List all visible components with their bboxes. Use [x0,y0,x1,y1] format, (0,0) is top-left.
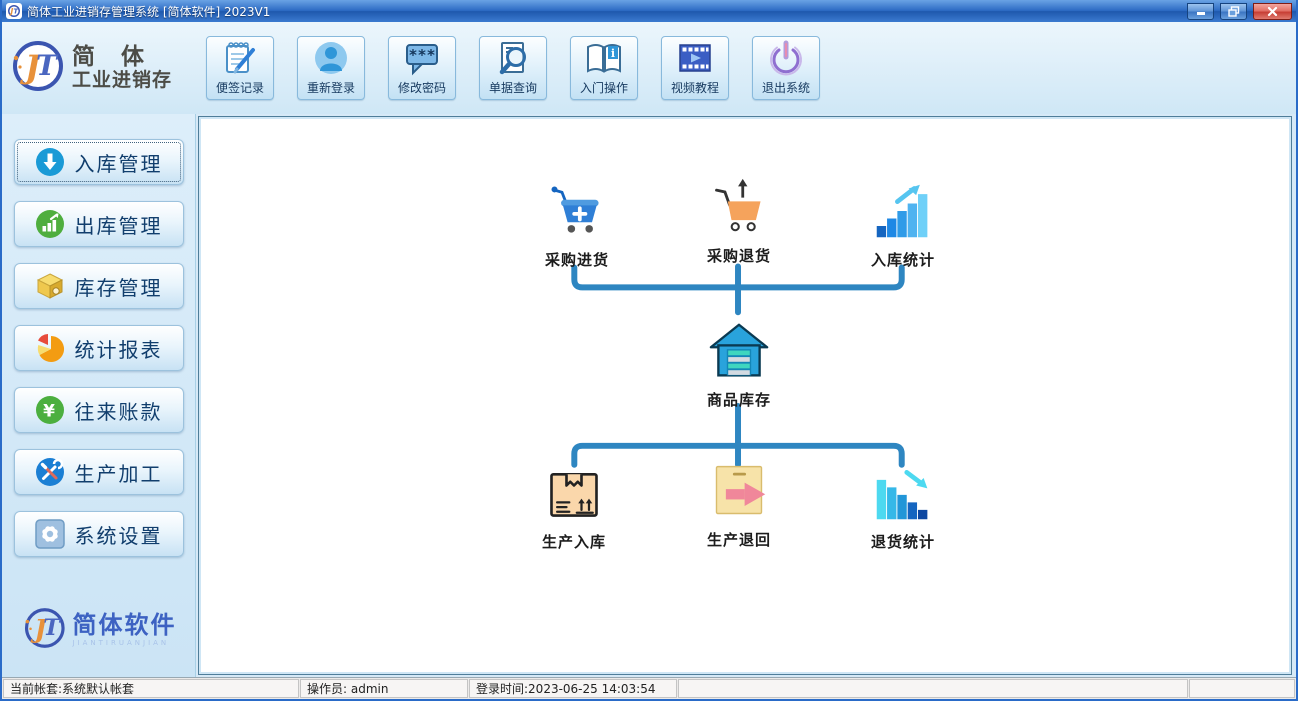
inbound-arrow-icon [35,147,65,177]
sidebar-item-label: 统计报表 [74,337,163,362]
memo-icon [220,38,260,78]
svg-text:T: T [13,7,19,15]
app-logo-icon: J T [6,3,22,19]
box-return-arrow-icon [709,461,769,525]
svg-text:T: T [43,615,61,641]
gear-icon [34,519,65,549]
svg-text:¥: ¥ [43,402,57,422]
toolbar-button-password[interactable]: *** 修改密码 [388,36,456,100]
footer-brand-subtext: JIANTIRUANJIAN [72,639,170,647]
sidebar: 入库管理 出库管理 [2,114,196,677]
diagram-node-label: 生产退回 [706,531,772,549]
sidebar-item-label: 系统设置 [74,523,163,548]
package-box-icon [544,463,604,527]
password-bubble-icon: *** [402,38,442,78]
toolbar-button-memo[interactable]: 便签记录 [206,36,274,100]
svg-text:J: J [19,48,42,86]
status-login-time: 登录时间:2023-06-25 14:03:54 [469,679,677,698]
toolbar-button-guide[interactable]: i 入门操作 [570,36,638,100]
diagram-node-production-return[interactable]: 生产退回 [707,461,771,550]
user-icon [311,38,351,78]
toolbar-button-label: 便签记录 [215,81,264,95]
sidebar-item-stock[interactable]: 库存管理 [13,263,184,309]
toolbar-button-label: 退出系统 [761,81,810,95]
restore-button[interactable] [1220,2,1247,20]
sidebar-item-reports[interactable]: 统计报表 [13,325,184,371]
brand-line1: 简 体 [72,43,154,70]
sidebar-item-settings[interactable]: 系统设置 [13,511,184,557]
sidebar-item-label: 生产加工 [74,461,163,486]
minimize-button[interactable] [1187,2,1214,20]
diagram-node-purchase-return[interactable]: 采购退货 [707,177,771,266]
titlebar: J T 简体工业进销存管理系统 [简体软件] 2023V1 [2,0,1296,22]
sidebar-item-accounts[interactable]: ¥ 往来账款 [13,387,184,433]
diagram-node-label: 采购退货 [706,247,772,265]
toolbar-button-label: 单据查询 [488,81,537,95]
diagram-node-label: 采购进货 [544,251,610,269]
video-film-icon [675,38,715,78]
diagram-node-return-stats[interactable]: 退货统计 [871,463,935,552]
toolbar-button-query[interactable]: 单据查询 [479,36,547,100]
close-button[interactable] [1253,2,1292,20]
svg-text:T: T [36,49,59,82]
power-icon [766,38,806,78]
workflow-panel: 采购进货 采购退货 [198,116,1292,675]
svg-text:i: i [611,47,615,60]
footer-brand-text: 简体软件 [72,611,177,639]
status-spacer [678,679,1188,698]
sidebar-item-outbound[interactable]: 出库管理 [13,201,184,247]
cart-plus-icon [547,181,607,245]
toolbar-button-label: 入门操作 [579,81,628,95]
toolbar-button-video[interactable]: 视频教程 [661,36,729,100]
diagram-node-stock[interactable]: 商品库存 [707,321,771,410]
window-title: 简体工业进销存管理系统 [简体软件] 2023V1 [27,4,271,19]
pie-chart-icon [35,333,65,363]
outbound-chart-icon [35,209,65,239]
statusbar: 当前帐套:系统默认帐套 操作员: admin 登录时间:2023-06-25 1… [2,677,1296,699]
svg-text:J: J [30,614,48,644]
warehouse-icon [709,321,769,385]
stats-up-icon [873,181,933,245]
main-area: 采购进货 采购退货 [196,114,1296,677]
sidebar-item-production[interactable]: 生产加工 [13,449,184,495]
toolbar-button-label: 重新登录 [306,81,355,95]
status-operator: 操作员: admin [300,679,468,698]
status-end-cell [1189,679,1295,698]
toolbar-button-relogin[interactable]: 重新登录 [297,36,365,100]
diagram-node-label: 生产入库 [541,533,607,551]
header: J T 简 体 工业进销存 [2,22,1296,114]
open-book-info-icon: i [584,38,624,78]
status-account: 当前帐套:系统默认帐套 [3,679,299,698]
yuan-coin-icon: ¥ [35,395,65,425]
toolbar-button-label: 修改密码 [397,81,446,95]
jt-logo-small-icon: J T [21,605,67,655]
stock-box-icon [35,271,65,301]
sidebar-item-label: 入库管理 [74,151,163,176]
jt-logo-icon: J T [8,37,66,99]
brand-logo: J T 简 体 工业进销存 [2,22,196,114]
footer-logo: J T 简体软件 JIANTIRUANJIAN [21,605,177,655]
diagram-node-label: 入库统计 [870,251,936,269]
svg-text:***: *** [408,46,435,64]
diagram-node-label: 退货统计 [870,533,936,551]
sidebar-menu: 入库管理 出库管理 [13,139,184,557]
toolbar-button-label: 视频教程 [670,81,719,95]
diagram-node-purchase-in[interactable]: 采购进货 [545,181,609,270]
tools-icon [35,457,65,487]
sidebar-item-label: 往来账款 [74,399,163,424]
sidebar-item-label: 库存管理 [74,275,163,300]
toolbar: 便签记录 重新登录 *** [196,22,1296,114]
workflow-connectors [571,263,905,468]
cart-return-icon [709,177,769,241]
document-search-icon [493,38,533,78]
diagram-node-inbound-stats[interactable]: 入库统计 [871,181,935,270]
stats-down-icon [873,463,933,527]
svg-text:J: J [9,7,14,16]
brand-line2: 工业进销存 [72,69,173,92]
toolbar-button-exit[interactable]: 退出系统 [752,36,820,100]
sidebar-item-inbound[interactable]: 入库管理 [13,139,184,185]
sidebar-item-label: 出库管理 [74,213,163,238]
diagram-node-production-in[interactable]: 生产入库 [542,463,606,552]
diagram-node-label: 商品库存 [706,391,772,409]
